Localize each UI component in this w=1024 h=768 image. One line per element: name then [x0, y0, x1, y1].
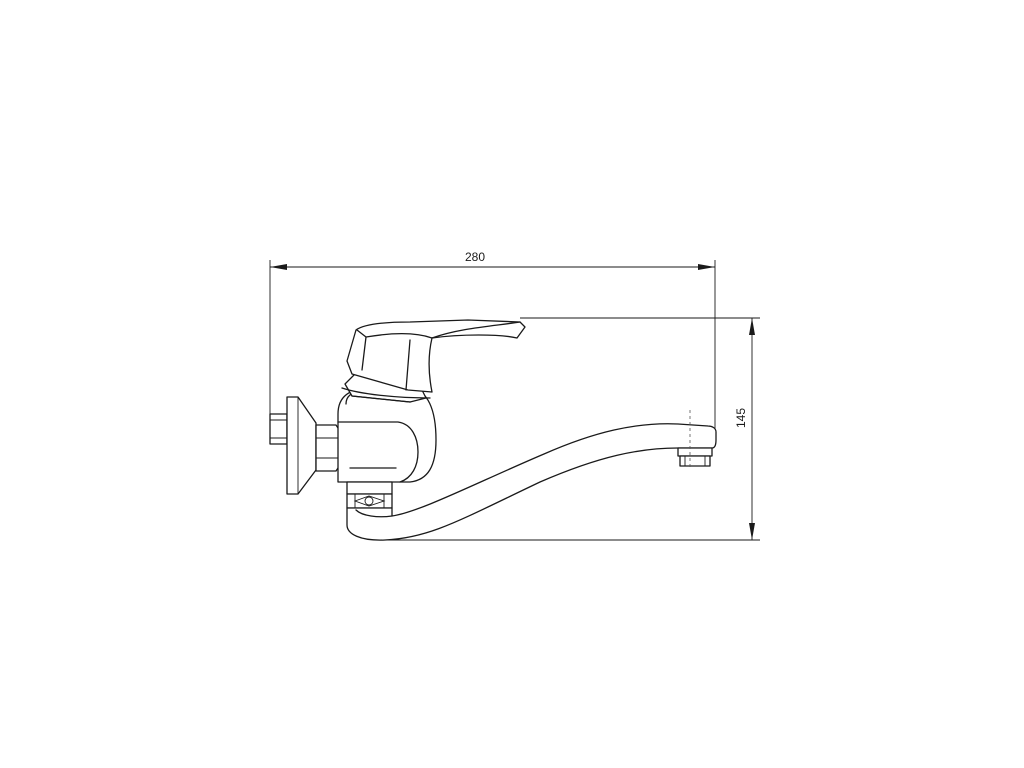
width-arrow-left	[270, 264, 287, 270]
aerator-ring	[677, 447, 713, 457]
width-dimension-label: 280	[465, 250, 485, 264]
height-arrow-bottom	[749, 523, 755, 540]
spout-swivel	[346, 481, 393, 509]
mixer-body	[337, 373, 437, 483]
width-dimension: 280	[269, 250, 716, 430]
wall-flange	[286, 396, 317, 495]
width-arrow-right	[698, 264, 715, 270]
hex-nut	[315, 424, 341, 472]
swivel-spout	[346, 410, 717, 541]
height-dimension: 145	[385, 317, 760, 541]
connector-stub	[269, 413, 288, 445]
spout-tube	[346, 423, 717, 541]
wall-connector	[269, 413, 288, 445]
aerator-body	[679, 455, 711, 467]
lever-handle-body	[346, 319, 526, 393]
flange-body	[286, 396, 317, 495]
height-arrow-top	[749, 318, 755, 335]
lever-handle	[346, 319, 526, 393]
height-dimension-label: 145	[734, 408, 748, 428]
hex-nut-body	[315, 424, 341, 472]
swivel-ring-top	[346, 481, 393, 495]
